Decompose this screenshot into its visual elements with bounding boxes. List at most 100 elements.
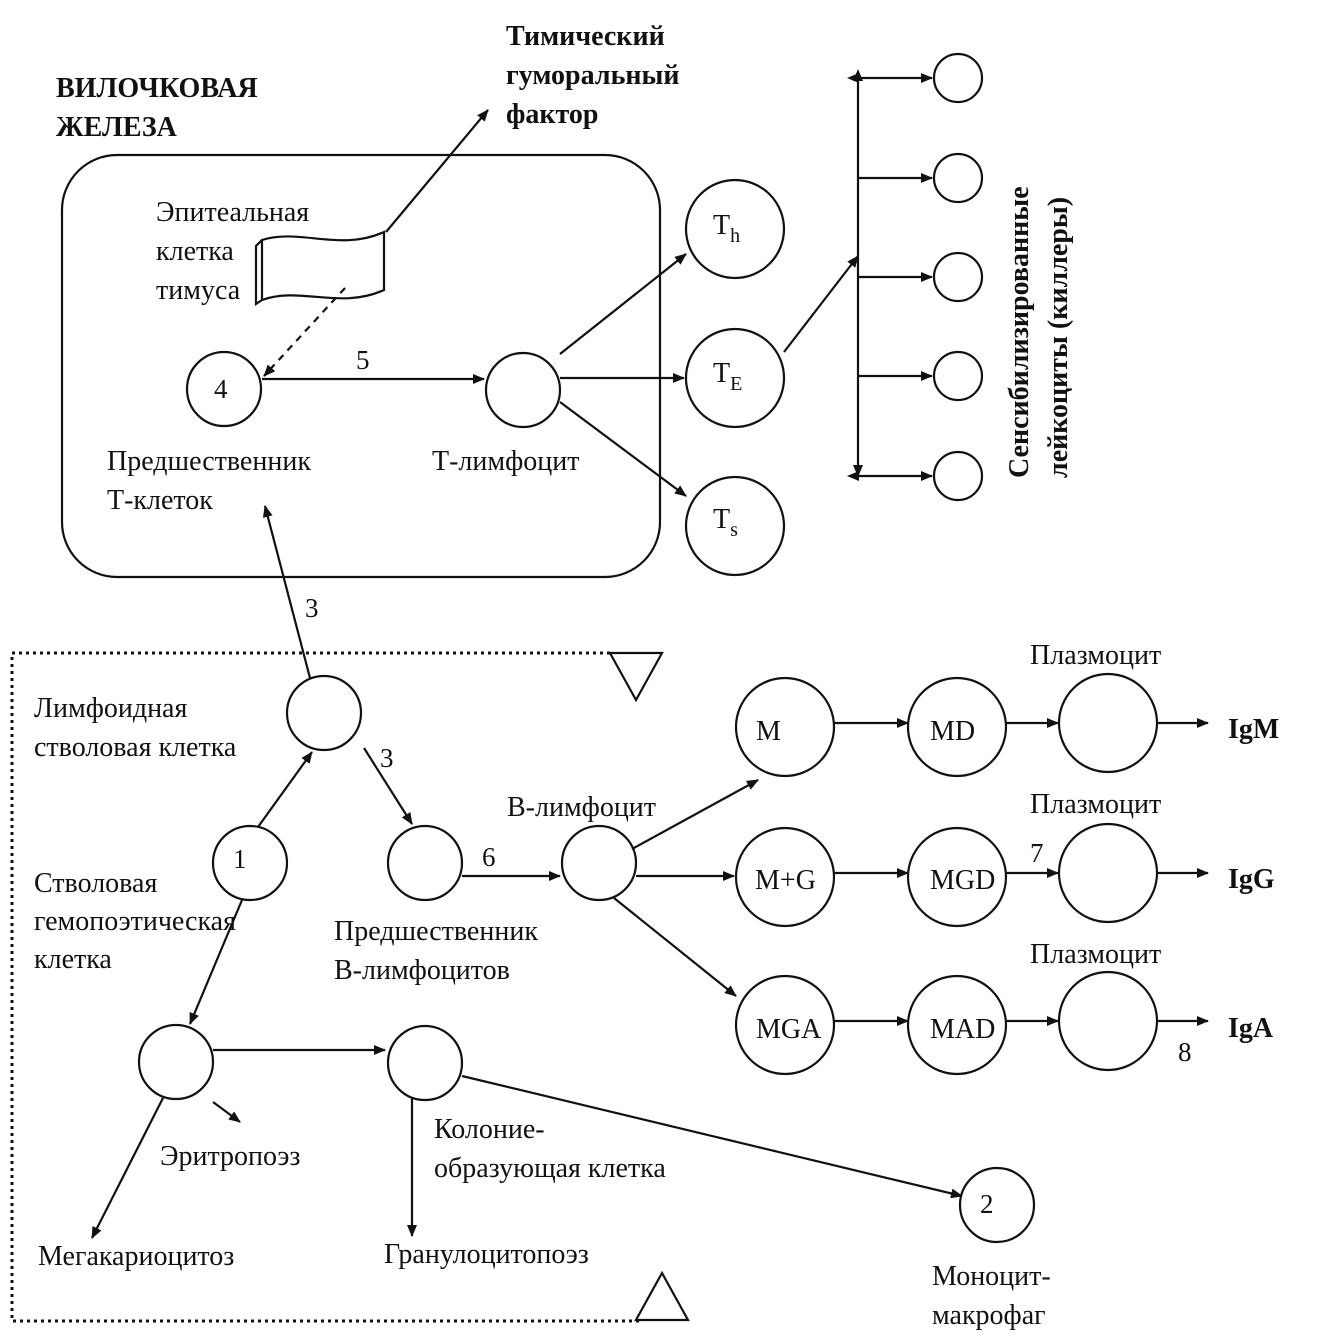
- arrow-3-to-thymus: [262, 505, 312, 679]
- te-cell-label: TE: [713, 358, 742, 395]
- mg-cell: [734, 826, 836, 928]
- lymphoid-stem-label-line1: Лимфоидная: [34, 693, 187, 724]
- cfu-label-line2: образующая клетка: [434, 1153, 666, 1184]
- monocyte-label-line1: Моноцит-: [932, 1261, 1051, 1292]
- arrow-to-ts: [559, 401, 687, 497]
- down-triangle-marker: [608, 651, 664, 703]
- arrow-to-megakaryocytosis: [91, 1097, 164, 1239]
- mga-cell: [734, 974, 836, 1076]
- arrow-3-right-label: 3: [380, 743, 394, 773]
- arrow-to-erythropoiesis: [212, 1101, 241, 1123]
- lymphoid-stem-label-line2: стволовая клетка: [34, 732, 237, 763]
- arrow-3-to-b-precursor: [363, 747, 413, 825]
- lymphoid-stem-cell: [285, 674, 363, 752]
- humoral-factor-line2: гуморальный: [506, 60, 680, 91]
- epithelial-cell-fold: [254, 239, 263, 307]
- mad-cell: [906, 974, 1008, 1076]
- arrow-3-up-label: 3: [305, 593, 319, 623]
- te-main: T: [713, 358, 730, 389]
- t-precursor-cell: [185, 350, 263, 428]
- bone-marrow-frame: [10, 651, 642, 1323]
- ts-sub: s: [730, 519, 738, 541]
- b-precursor-cell: [386, 824, 464, 902]
- plasma-label-1: Плазмоцит: [1030, 640, 1161, 671]
- th-cell-label: Th: [713, 210, 740, 247]
- md-cell: [906, 676, 1008, 778]
- monocyte-number: 2: [980, 1189, 994, 1219]
- mg-cell-label: M+G: [755, 865, 816, 896]
- epithelial-cell-line1: Эпитеальная: [156, 197, 309, 228]
- thymus-frame: [60, 153, 662, 579]
- epithelial-cell-shape: [260, 230, 386, 302]
- killer-cell-5: [932, 450, 984, 502]
- arrow-6-label: 6: [482, 842, 496, 872]
- granulocytopoiesis-label: Гранулоцитопоэз: [384, 1239, 589, 1270]
- md-cell-label: MD: [930, 716, 975, 747]
- thymus-title-line2: ЖЕЛЕЗА: [56, 112, 178, 143]
- mga-cell-label: MGA: [756, 1014, 822, 1045]
- arrow-stem-to-lymphoid: [257, 751, 313, 828]
- myeloid-cell: [137, 1023, 215, 1101]
- b-precursor-label-line2: В-лимфоцитов: [334, 955, 510, 986]
- hematopoietic-stem-cell: [211, 824, 289, 902]
- iga-label: IgA: [1228, 1013, 1274, 1044]
- b-lymphocyte-cell: [560, 824, 638, 902]
- killer-cell-2: [932, 152, 984, 204]
- humoral-factor-line3: фактор: [506, 99, 598, 130]
- t-precursor-number: 4: [214, 374, 228, 404]
- plasma-label-3: Плазмоцит: [1030, 939, 1161, 970]
- thymus-title-line1: ВИЛОЧКОВАЯ: [56, 73, 258, 104]
- killer-cell-3: [932, 251, 984, 303]
- b-precursor-label-line1: Предшественник: [334, 916, 538, 947]
- stem-cell-label-line3: клетка: [34, 944, 112, 975]
- killer-cell-1: [932, 52, 984, 104]
- killers-label-line2: лейкоциты (киллеры): [1043, 197, 1074, 478]
- plasma-cell-3: [1057, 970, 1159, 1072]
- arrow-to-th: [559, 253, 687, 355]
- plasma-cell-2: [1057, 822, 1159, 924]
- ts-cell-label: Ts: [713, 504, 738, 541]
- plasma-cell-1: [1057, 672, 1159, 774]
- stem-cell-number: 1: [233, 844, 247, 874]
- t-lymphocyte-cell: [484, 351, 562, 429]
- t-precursor-label-line1: Предшественник: [107, 446, 311, 477]
- killers-label-line1: Сенсибилизированные: [1004, 186, 1035, 478]
- te-sub: E: [730, 373, 742, 395]
- t-precursor-label-line2: Т-клеток: [107, 485, 213, 516]
- ts-main: T: [713, 504, 730, 535]
- plasma-label-2: Плазмоцит: [1030, 789, 1161, 820]
- epithelial-cell-line2: клетка: [156, 236, 234, 267]
- monocyte-label-line2: макрофаг: [932, 1300, 1046, 1331]
- th-sub: h: [730, 225, 740, 247]
- humoral-factor-line1: Тимический: [506, 21, 665, 52]
- th-cell: [684, 178, 786, 280]
- arrow-8-label: 8: [1178, 1037, 1192, 1067]
- arrow-to-humoral-factor: [385, 109, 489, 233]
- arrow-te-to-killers: [783, 255, 859, 353]
- cfu-label-line1: Колоние-: [434, 1114, 545, 1145]
- igm-label: IgM: [1228, 714, 1279, 745]
- arrow-to-m: [631, 779, 759, 850]
- arrow-stem-to-myeloid: [188, 899, 244, 1025]
- arrow-to-monocyte: [461, 1074, 963, 1199]
- stem-cell-label-line1: Стволовая: [34, 868, 157, 899]
- killers-label: Сенсибилизированные лейкоциты (киллеры): [1004, 186, 1074, 478]
- megakaryocytosis-label: Мегакариоцитоз: [38, 1241, 234, 1272]
- colony-forming-cell: [386, 1024, 464, 1102]
- arrow-to-mga: [613, 897, 737, 997]
- arrow-7-label: 7: [1030, 838, 1044, 868]
- dashed-arrow-to-precursor: [263, 287, 346, 377]
- te-cell: [684, 327, 786, 429]
- ts-cell: [684, 475, 786, 577]
- igg-label: IgG: [1228, 864, 1275, 895]
- mgd-cell: [906, 826, 1008, 928]
- epithelial-cell-line3: тимуса: [156, 275, 241, 306]
- m-cell: [734, 676, 836, 778]
- th-main: T: [713, 210, 730, 241]
- stem-cell-label-line2: гемопоэтическая: [34, 906, 236, 937]
- b-lymphocyte-label: В-лимфоцит: [507, 792, 656, 823]
- mgd-cell-label: MGD: [930, 865, 995, 896]
- erythropoiesis-label: Эритропоэз: [160, 1141, 300, 1172]
- monocyte-cell: [958, 1166, 1036, 1244]
- t-lymphocyte-label: Т-лимфоцит: [432, 446, 579, 477]
